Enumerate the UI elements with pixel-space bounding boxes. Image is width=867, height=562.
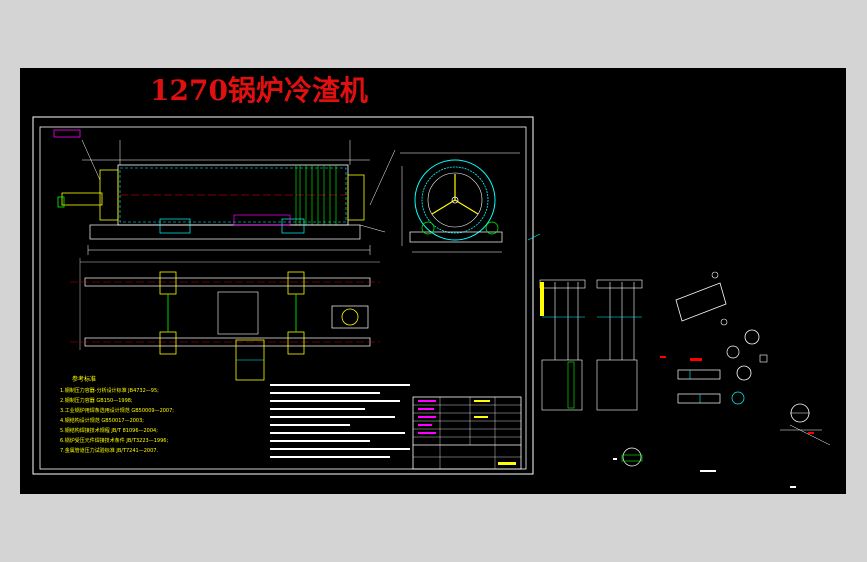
front-view [57,139,396,255]
drawing-canvas[interactable] [20,68,846,494]
reference-standards: 参考标准 1.钢制压力容器-分析设计标准 JB4732—95; 2.钢制压力容器… [60,376,265,456]
notes-line-6: 6.锅炉受压元件焊接技术条件 JB/T3223—1996; [60,438,169,444]
notes-line-2: 2.钢制压力容器 GB150—1998; [60,398,133,404]
notes-line-4: 4.钢结构设计规范 GB50017—2003; [60,418,144,424]
notes-heading: 参考标准 [72,376,97,383]
detail-drawings [527,233,831,488]
notes-line-7: 7.金属管道压力试验标准 JB/T7241—2007. [60,448,159,454]
title-block [412,396,522,470]
notes-line-5: 5.钢结构焊接技术规程 JB/T 81096—2004; [60,428,158,434]
tech-requirements [270,384,410,458]
plan-view [70,258,380,381]
side-view [400,152,520,253]
notes-line-3: 3.工业锅炉用焊条选用设计规范 GB50009—2007; [60,408,174,414]
sheet-frame [32,116,534,475]
drawing-title: 1270锅炉冷渣机 [150,74,368,107]
notes-line-1: 1.钢制压力容器-分析设计标准 JB4732—95; [60,388,159,394]
